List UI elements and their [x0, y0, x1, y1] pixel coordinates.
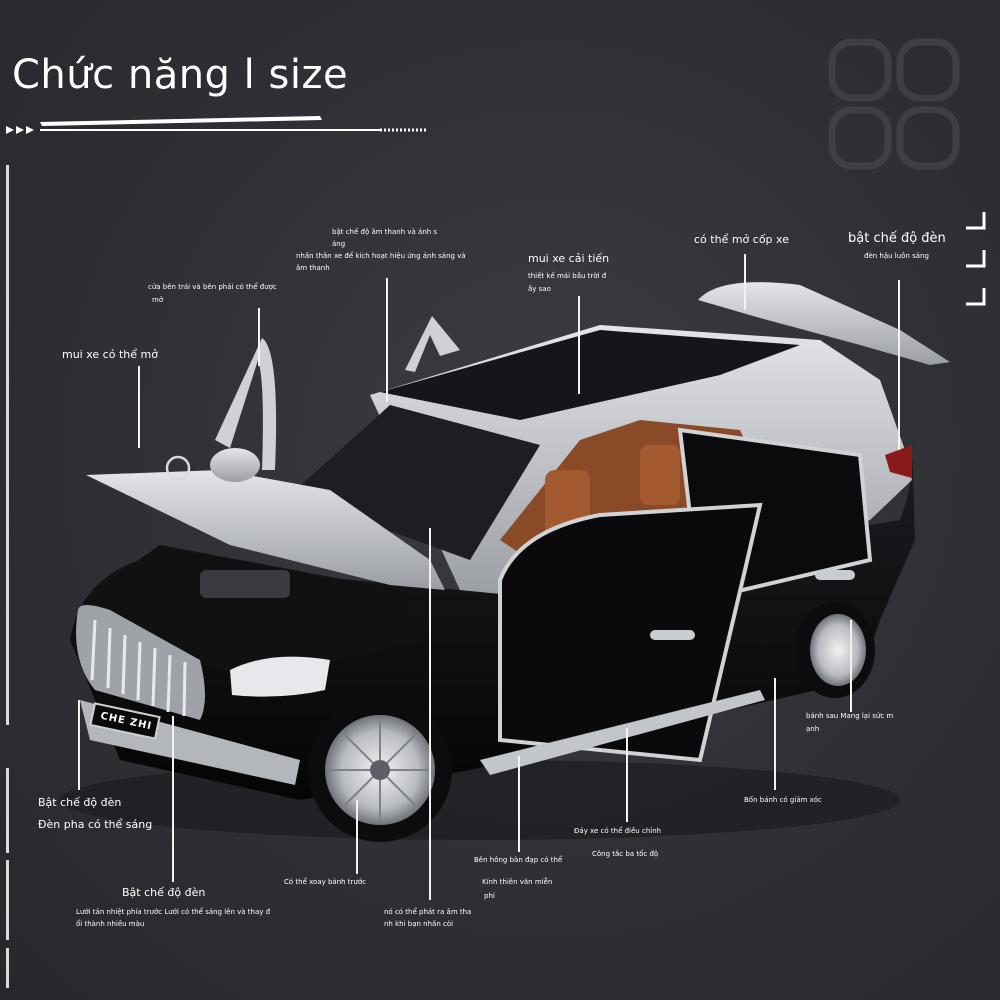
pointer-line — [258, 308, 260, 366]
label-headlight-1: Bật chế độ đèn — [38, 796, 122, 809]
pointer-line — [78, 700, 80, 790]
label-steering: Có thể xoay bánh trước — [284, 878, 366, 886]
label-sound-light-4: âm thanh — [296, 264, 330, 272]
pointer-line — [578, 296, 580, 394]
pointer-line — [138, 366, 140, 448]
label-rear-wheel-1: bánh sau Mang lại sức m — [806, 712, 894, 720]
pointer-line — [386, 278, 388, 402]
pointer-line — [518, 756, 520, 852]
label-sound-light-3: nhấn thân xe để kích hoạt hiệu ứng ánh s… — [296, 252, 466, 260]
label-doors-2: mở — [152, 296, 164, 304]
left-edge-bar — [6, 948, 9, 988]
label-rear-wheel-2: ạnh — [806, 725, 820, 733]
label-sound-light-2: áng — [332, 240, 346, 248]
pointer-line — [774, 678, 776, 790]
label-grille-2: ổi thành nhiều màu — [76, 920, 145, 928]
pointer-line — [744, 254, 746, 310]
label-trunk: có thể mở cốp xe — [694, 233, 789, 246]
label-doors-1: cửa bên trái và bên phải có thể được — [148, 283, 277, 291]
label-headlight-2: Đèn pha có thể sáng — [38, 818, 153, 831]
label-sound-door-2: nh khi bạn nhấn còi — [384, 920, 454, 928]
label-taillight: đèn hậu luôn sáng — [864, 252, 929, 260]
label-sound-door-1: nó có thể phát ra âm tha — [384, 908, 472, 916]
left-edge-bar — [6, 165, 9, 725]
label-glass-1: Kính thiên văn miễn — [482, 878, 553, 886]
pointer-line — [356, 800, 358, 874]
pointer-line — [172, 716, 174, 882]
left-edge-bar — [6, 768, 9, 853]
label-chassis-2: Công tắc ba tốc độ — [592, 850, 659, 858]
pointer-line — [429, 528, 431, 900]
label-sunroof-1: thiết kế mái bầu trời đ — [528, 272, 607, 280]
page-title: Chức năng l size — [12, 52, 349, 98]
left-edge-bar — [6, 860, 9, 940]
label-chassis-1: Đáy xe có thể điều chỉnh — [574, 827, 662, 835]
label-sunroof-2: ầy sao — [528, 285, 551, 293]
pointer-line — [850, 620, 852, 712]
pointer-line — [898, 280, 900, 450]
label-taillight-title: bật chế độ đèn — [848, 231, 946, 246]
label-glass-2: phí — [484, 892, 495, 900]
label-pedal: Bên hông bàn đạp có thể — [474, 856, 563, 864]
label-sunroof-title: mui xe cải tiến — [528, 252, 610, 265]
label-sound-light-1: bật chế độ âm thanh và ánh s — [332, 228, 438, 236]
label-suspension: Bốn bánh có giảm xóc — [744, 796, 822, 804]
label-grille-1: Lưới tản nhiệt phía trước Lưới có thể sá… — [76, 908, 271, 916]
pointer-line — [626, 728, 628, 822]
label-hood: mui xe có thể mở — [62, 348, 158, 361]
label-grille-title: Bật chế độ đèn — [122, 886, 206, 899]
